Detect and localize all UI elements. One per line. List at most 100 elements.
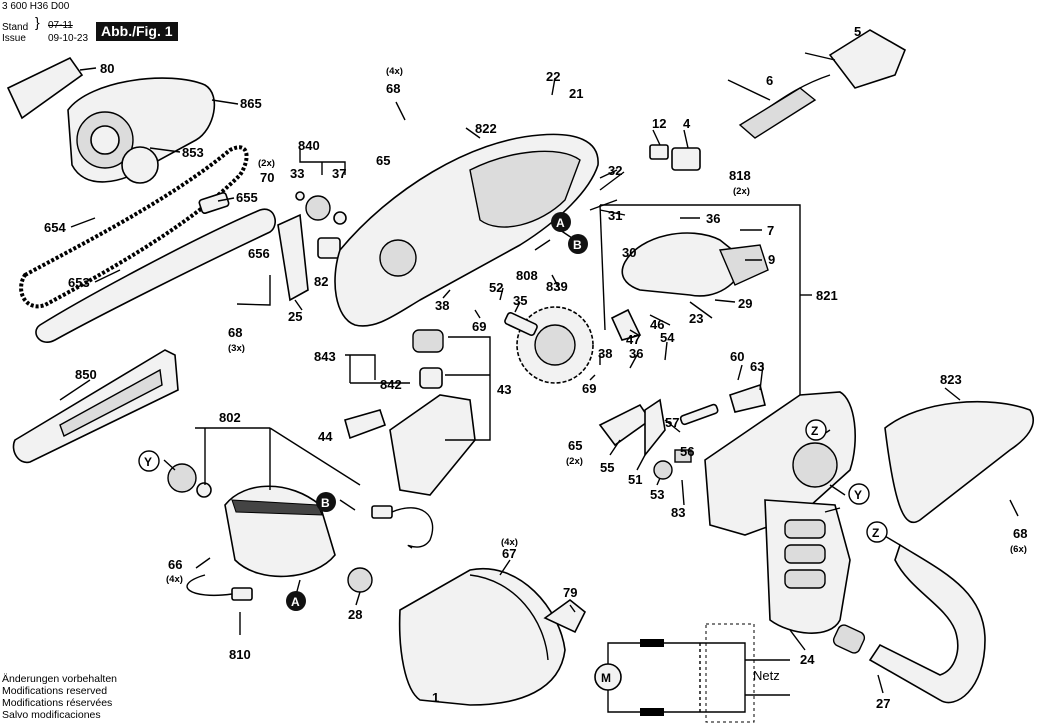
motor-armature-802 [167, 463, 373, 593]
part-number-70: 70 [260, 170, 274, 185]
bar-clamp-plate-25 [277, 213, 309, 302]
lever-and-parts-55-57 [598, 383, 766, 480]
note-es: Salvo modificaciones [2, 709, 101, 721]
sprocket-cover-865 [67, 77, 216, 184]
part-number-labels: 80 865 853 654 655 653 70 840 33 37 656 … [44, 24, 1027, 711]
part-number-840: 840 [298, 138, 320, 153]
part-number-32: 32 [608, 163, 622, 178]
part-number-69-left: 69 [472, 319, 486, 334]
part-number-33: 33 [290, 166, 304, 181]
part-number-46: 46 [650, 317, 664, 332]
marker-b-bottom: B [321, 496, 330, 510]
part-number-37: 37 [332, 166, 346, 181]
quantity-labels: (4x) (2x) (3x) (2x) (4x) (4x) (2x) (6x) [166, 66, 1027, 585]
note-de: Änderungen vorbehalten [2, 673, 118, 685]
part-number-23: 23 [689, 311, 703, 326]
svg-text:M: M [601, 671, 611, 685]
part-number-27: 27 [876, 696, 890, 711]
quantity-818: (2x) [733, 186, 750, 197]
part-number-9: 9 [768, 252, 775, 267]
part-number-36-bottom: 36 [629, 346, 643, 361]
part-number-12: 12 [652, 116, 666, 131]
part-number-54: 54 [660, 330, 675, 345]
part-number-68-right: 68 [1013, 526, 1027, 541]
notes-block: Änderungen vorbehalten Modifications res… [2, 673, 117, 721]
part-number-802: 802 [219, 410, 241, 425]
part-number-66: 66 [168, 557, 182, 572]
part-number-56: 56 [680, 444, 694, 459]
chain-tensioner-655 [198, 191, 230, 215]
part-number-843: 843 [314, 349, 336, 364]
reference-markers: A B A B Y Y Z Z [138, 212, 888, 611]
part-number-808: 808 [516, 268, 538, 283]
part-number-69-right: 69 [582, 381, 596, 396]
quantity-68-right: (6x) [1010, 544, 1027, 555]
gear-839 [504, 306, 594, 384]
bracket-82 [317, 237, 341, 259]
mains-label: Netz [753, 668, 780, 683]
quantity-70: (2x) [258, 158, 275, 169]
part-number-82: 82 [314, 274, 328, 289]
marker-y-left: Y [144, 455, 152, 469]
part-number-5: 5 [854, 24, 861, 39]
stand-date: 07-11 [48, 20, 73, 31]
figure-label: Abb./Fig. 1 [96, 22, 178, 41]
part-number-31: 31 [608, 208, 622, 223]
sprocket-assembly-840 [295, 191, 347, 225]
part-number-60: 60 [730, 349, 744, 364]
part-number-654: 654 [44, 220, 66, 235]
part-number-43: 43 [497, 382, 511, 397]
part-number-30: 30 [622, 245, 636, 260]
part-number-655: 655 [236, 190, 258, 205]
front-handle-guard-24 [764, 499, 851, 634]
marker-b-top: B [573, 238, 582, 252]
marker-z-top: Z [811, 424, 818, 438]
part-number-65-bottom: 65 [568, 438, 582, 453]
document-number: 3 600 H36 D00 [2, 1, 70, 12]
label-79 [543, 598, 587, 634]
part-number-65-top: 65 [376, 153, 390, 168]
marker-a-top: A [556, 216, 565, 230]
part-number-850: 850 [75, 367, 97, 382]
part-number-4: 4 [683, 116, 691, 131]
issue-label: Issue [2, 33, 26, 44]
note-en: Modifications reserved [2, 685, 108, 697]
part-number-25: 25 [288, 309, 302, 324]
handle-27 [832, 543, 986, 704]
part-number-38-left: 38 [435, 298, 449, 313]
issue-date: 09-10-23 [48, 33, 89, 44]
guide-bar-653 [35, 208, 276, 343]
part-number-865: 865 [240, 96, 262, 111]
part-number-55: 55 [600, 460, 614, 475]
brace-glyph: } [35, 14, 40, 30]
part-number-44: 44 [318, 429, 333, 444]
quantity-68-left: (3x) [228, 343, 245, 354]
note-fr: Modifications réservées [2, 697, 113, 709]
oil-pump-assembly-43 [344, 329, 476, 496]
part-number-810: 810 [229, 647, 251, 662]
cable-sleeve-6 [738, 87, 817, 139]
part-number-823: 823 [940, 372, 962, 387]
part-number-79: 79 [563, 585, 577, 600]
part-number-656: 656 [248, 246, 270, 261]
part-number-28: 28 [348, 607, 362, 622]
part-number-47: 47 [626, 332, 640, 347]
part-number-22: 22 [546, 69, 560, 84]
quantity-67: (4x) [501, 537, 518, 548]
stand-label: Stand [2, 22, 29, 33]
part-number-653: 653 [68, 275, 90, 290]
part-number-6: 6 [766, 73, 773, 88]
part-number-52: 52 [489, 280, 503, 295]
part-number-36-top: 36 [706, 211, 720, 226]
part-number-38-right: 38 [598, 346, 612, 361]
part-number-29: 29 [738, 296, 752, 311]
part-number-51: 51 [628, 472, 642, 487]
part-number-1: 1 [432, 690, 439, 705]
part-number-853: 853 [182, 145, 204, 160]
motor-housing-1 [398, 567, 566, 706]
part-number-57: 57 [665, 415, 679, 430]
quantity-68-top: (4x) [386, 66, 403, 77]
leader-lines [59, 52, 1019, 694]
part-number-68-left: 68 [228, 325, 242, 340]
saw-chain-654 [19, 145, 249, 309]
